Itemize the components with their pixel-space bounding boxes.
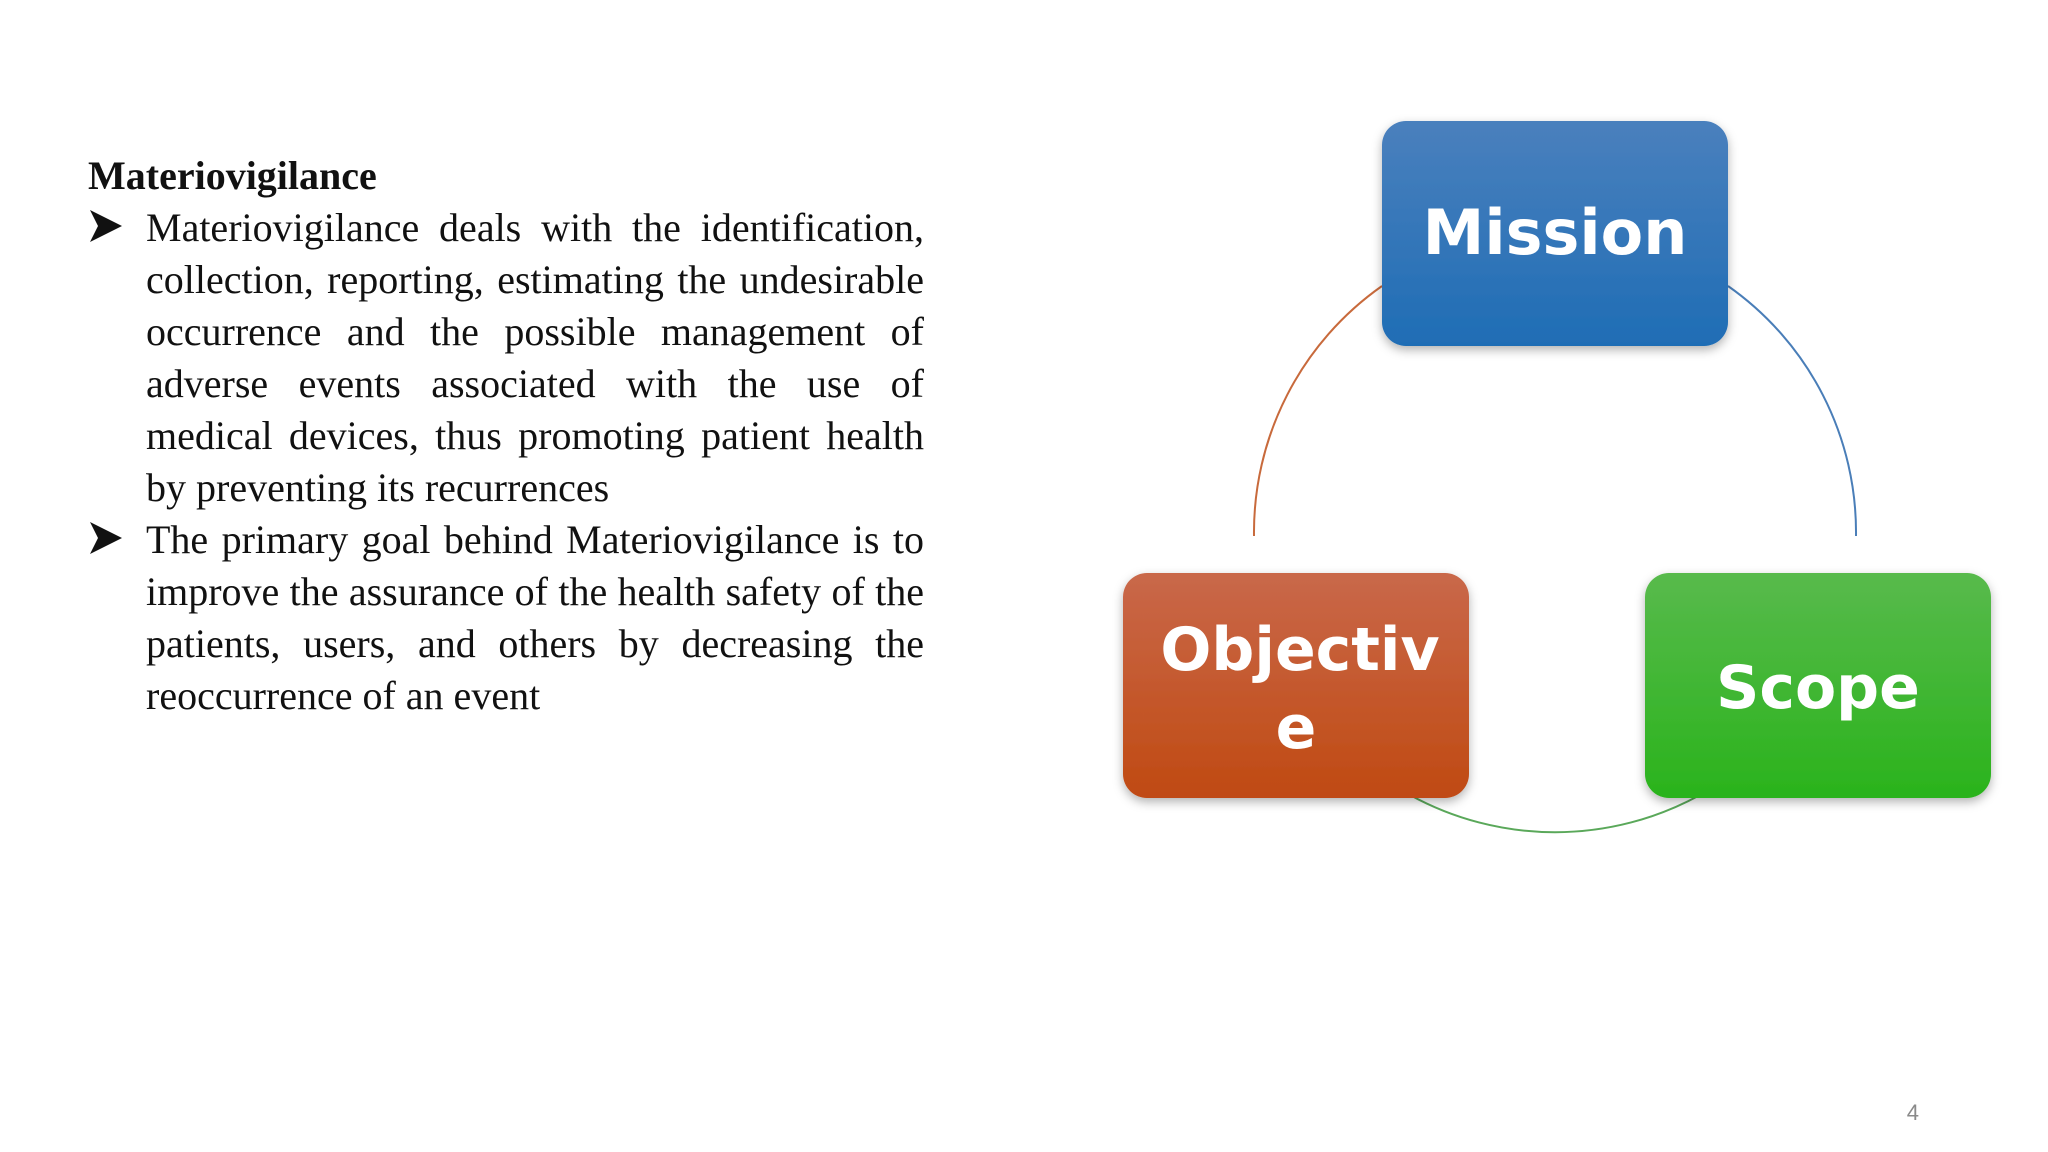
text-block: Materiovigilance Materiovigilance deals … [88,150,924,722]
mission-label: Mission [1423,196,1688,269]
page-number: 4 [1906,1100,1919,1125]
cycle-arc [1409,794,1701,834]
bullet-text: The primary goal behind Materiovigilance… [146,517,924,718]
bullet-text: Materiovigilance deals with the identifi… [146,205,924,510]
arrowhead-bullet-icon [90,522,122,554]
scope-node: Scope [1645,573,1991,798]
objective-label-line1: Objectiv [1160,615,1439,685]
cycle-arc [1727,285,1858,537]
objective-label-line2: e [1276,693,1317,763]
arrowhead-bullet-icon [90,210,122,242]
bullet-item: Materiovigilance deals with the identifi… [88,202,924,514]
mission-node: Mission [1382,121,1728,346]
slide-heading: Materiovigilance [88,153,377,198]
scope-label: Scope [1716,653,1920,723]
bullet-item: The primary goal behind Materiovigilance… [88,514,924,722]
objective-node: Objectiv e [1123,573,1469,798]
cycle-arc [1252,285,1383,537]
